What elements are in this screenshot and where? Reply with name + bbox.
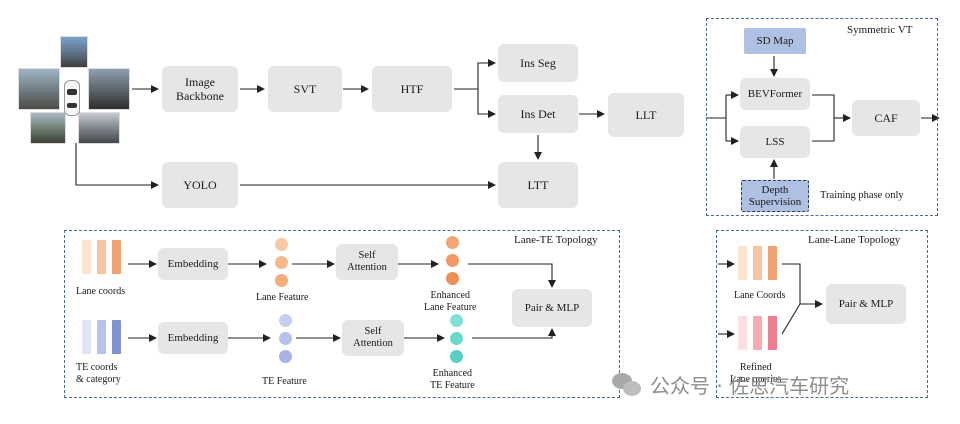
lane-lane-coord-bar — [753, 246, 762, 280]
lane-coord-bar — [82, 240, 91, 274]
te-feature-dot — [279, 350, 292, 363]
te-coord-bar — [82, 320, 91, 354]
pair-mlp-box-lane-te: Pair & MLP — [512, 289, 592, 327]
self-attention-box-te: Self Attention — [342, 320, 404, 356]
lane-coords-label: Lane coords — [76, 286, 126, 297]
ltt-box: LTT — [498, 162, 578, 208]
te-coord-bar — [97, 320, 106, 354]
training-phase-note: Training phase only — [820, 190, 904, 201]
wechat-icon — [612, 372, 642, 397]
lane-lane-topology-title: Lane-Lane Topology — [808, 234, 901, 246]
lane-feature-dot — [275, 274, 288, 287]
lane-te-topology-group — [64, 230, 620, 398]
ins-seg-box: Ins Seg — [498, 44, 578, 82]
line-refined-pair — [781, 303, 801, 335]
lane-te-topology-title: Lane-TE Topology — [514, 234, 598, 246]
symmetric-vt-group — [706, 18, 938, 216]
arrow-images-yolo — [75, 143, 159, 189]
refined-lane-queries-label: Refined Lane queries — [730, 362, 782, 385]
lss-box: LSS — [740, 126, 810, 158]
symmetric-vt-title: Symmetric VT — [847, 24, 913, 36]
watermark-text: 公众号 · 佐思汽车研究 — [650, 374, 850, 398]
refined-query-bar — [738, 316, 747, 350]
bevformer-box: BEVFormer — [740, 78, 810, 110]
enhanced-te-feature-label: Enhanced TE Feature — [430, 368, 475, 391]
watermark: 公众号 · 佐思汽车研究 — [612, 370, 849, 399]
embedding-box-te: Embedding — [158, 322, 228, 354]
camera-photo-back-left — [30, 112, 66, 144]
enhanced-te-dot — [450, 332, 463, 345]
enhanced-lane-feature-label: Enhanced Lane Feature — [424, 290, 477, 313]
caf-box: CAF — [852, 100, 920, 136]
htf-box: HTF — [372, 66, 452, 112]
arrow-htf-insseg — [454, 59, 496, 90]
arrow-enhancedte-pair — [472, 328, 556, 339]
enhanced-lane-dot — [446, 272, 459, 285]
image-backbone-box: Image Backbone — [162, 66, 238, 112]
camera-photo-front-left — [18, 68, 60, 110]
enhanced-te-dot — [450, 350, 463, 363]
refined-query-bar — [768, 316, 777, 350]
lane-coord-bar — [97, 240, 106, 274]
camera-photo-front-right — [88, 68, 130, 110]
enhanced-lane-dot — [446, 236, 459, 249]
arrow-enhancedlane-pair — [468, 263, 556, 288]
arrow-lanelane-pair — [782, 263, 823, 308]
llt-box: LLT — [608, 93, 684, 137]
lane-feature-label: Lane Feature — [256, 292, 309, 303]
enhanced-te-dot — [450, 314, 463, 327]
embedding-box-lane: Embedding — [158, 248, 228, 280]
te-feature-dot — [279, 332, 292, 345]
lane-lane-coords-label: Lane Coords — [734, 290, 786, 301]
arrow-htf-insdet — [477, 89, 496, 118]
lane-feature-dot — [275, 256, 288, 269]
yolo-box: YOLO — [162, 162, 238, 208]
depth-supervision-box: Depth Supervision — [741, 180, 809, 212]
lane-feature-dot — [275, 238, 288, 251]
te-feature-label: TE Feature — [262, 376, 307, 387]
svt-box: SVT — [268, 66, 342, 112]
ego-car-icon — [64, 80, 80, 116]
ins-det-box: Ins Det — [498, 95, 578, 133]
te-coords-label: TE coords & category — [76, 362, 121, 385]
te-coord-bar — [112, 320, 121, 354]
enhanced-lane-dot — [446, 254, 459, 267]
self-attention-box-lane: Self Attention — [336, 244, 398, 280]
lane-lane-coord-bar — [768, 246, 777, 280]
refined-query-bar — [753, 316, 762, 350]
lane-lane-coord-bar — [738, 246, 747, 280]
camera-photo-front — [60, 36, 88, 68]
lane-lane-topology-group — [716, 230, 928, 398]
te-feature-dot — [279, 314, 292, 327]
lane-coord-bar — [112, 240, 121, 274]
pair-mlp-box-lane-lane: Pair & MLP — [826, 284, 906, 324]
camera-photo-back-right — [78, 112, 120, 144]
sd-map-box: SD Map — [744, 28, 806, 54]
